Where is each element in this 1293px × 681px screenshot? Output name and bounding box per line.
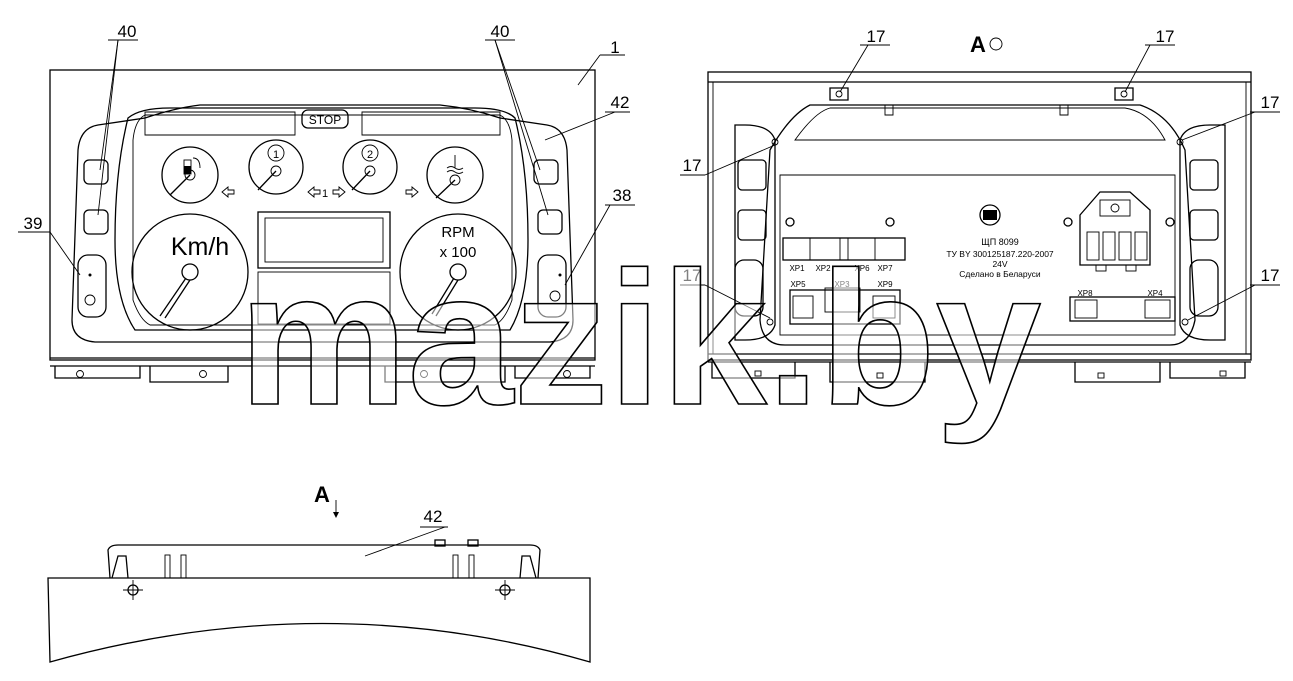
stop-label: STOP <box>309 113 341 127</box>
speedometer-gauge: Km/h <box>131 213 249 331</box>
watermark-text: mazik.by <box>239 233 1042 445</box>
connector-xp5: XP5 <box>790 280 806 289</box>
view-marker-icon <box>989 37 1003 51</box>
switch-40-upper-right[interactable] <box>533 159 559 185</box>
gauge-1-label: 1 <box>273 149 279 161</box>
stop-indicator <box>301 109 349 129</box>
brightness-icon <box>84 294 96 306</box>
made-in-text: Сделано в Беларуси <box>959 269 1041 279</box>
callout-1: 1 <box>610 38 619 57</box>
center-indicator-label: 1 <box>322 188 328 200</box>
housing-side-profile <box>47 577 591 663</box>
bezel-top-profile <box>107 544 541 579</box>
left-turn-arrow-icon <box>221 186 235 198</box>
rear-housing-outline <box>707 71 1252 361</box>
connector-xp4: XP4 <box>1147 289 1163 298</box>
right-turn-arrow-icon <box>405 186 419 198</box>
manufacturer-logo-icon <box>979 204 1001 226</box>
dimmer-39[interactable] <box>77 254 107 318</box>
fuel-gauge <box>161 146 219 204</box>
switch-40-lower-right[interactable] <box>537 209 563 235</box>
connector-xp7: XP7 <box>877 264 893 273</box>
switch-40-lower-left[interactable] <box>83 209 109 235</box>
callout-17-left-lower: 17 <box>683 266 702 285</box>
callout-38: 38 <box>613 186 632 205</box>
callout-17-top-right: 17 <box>1156 27 1175 46</box>
connector-xp3: XP3 <box>834 280 850 289</box>
central-display <box>257 211 391 269</box>
rear-view-label: A <box>970 32 986 57</box>
speedometer-unit-label: Km/h <box>171 233 229 261</box>
right-turn-1-arrow-icon <box>332 186 346 198</box>
rear-view: A <box>680 27 1280 383</box>
dial-frame <box>114 107 529 331</box>
tachometer-1-gauge: 1 <box>248 139 304 195</box>
left-turn-1-arrow-icon <box>307 186 321 198</box>
glow-plug-icon <box>549 290 561 302</box>
bezel-42 <box>71 104 574 343</box>
switch-40-upper-left[interactable] <box>83 159 109 185</box>
watermark: mazik.by <box>238 232 1042 446</box>
terminal-block <box>1079 191 1151 266</box>
callout-40-right: 40 <box>491 22 510 41</box>
callout-17-right-upper: 17 <box>1261 93 1280 112</box>
callout-39: 39 <box>24 214 43 233</box>
connector-xp2: XP2 <box>815 264 831 273</box>
coolant-temp-gauge <box>426 146 484 204</box>
spec-text: ТУ BY 300125187.220-2007 <box>946 249 1054 259</box>
connector-block-lower <box>789 289 901 325</box>
side-view-label: A <box>314 482 330 507</box>
connector-block-upper <box>782 237 906 261</box>
rpm-label: RPM <box>441 224 474 241</box>
callout-42-side: 42 <box>424 507 443 526</box>
connector-labels: XP1 XP2 XP6 XP7 XP5 XP3 XP9 XP8 XP4 <box>789 264 1163 298</box>
callout-17-left-upper: 17 <box>683 156 702 175</box>
gauge-2-label: 2 <box>367 149 373 161</box>
callout-40-left: 40 <box>118 22 137 41</box>
rpm-gauge: RPM x 100 <box>399 213 517 331</box>
panel-housing-outline <box>49 69 596 361</box>
rpm-multiplier-label: x 100 <box>440 244 477 261</box>
connector-xp1: XP1 <box>789 264 805 273</box>
model-text: ЩП 8099 <box>981 237 1018 247</box>
connector-xp9: XP9 <box>877 280 893 289</box>
callout-17-top-left: 17 <box>867 27 886 46</box>
voltage-text: 24V <box>992 259 1007 269</box>
callout-17-right-lower: 17 <box>1261 266 1280 285</box>
tachometer-2-gauge: 2 <box>342 139 398 195</box>
front-view: STOP 1 2 <box>18 22 635 383</box>
side-view: A 42 <box>47 482 591 663</box>
connector-xp6: XP6 <box>854 264 870 273</box>
switch-38[interactable] <box>537 254 567 318</box>
connector-xp8: XP8 <box>1077 289 1093 298</box>
callout-42-front: 42 <box>611 93 630 112</box>
